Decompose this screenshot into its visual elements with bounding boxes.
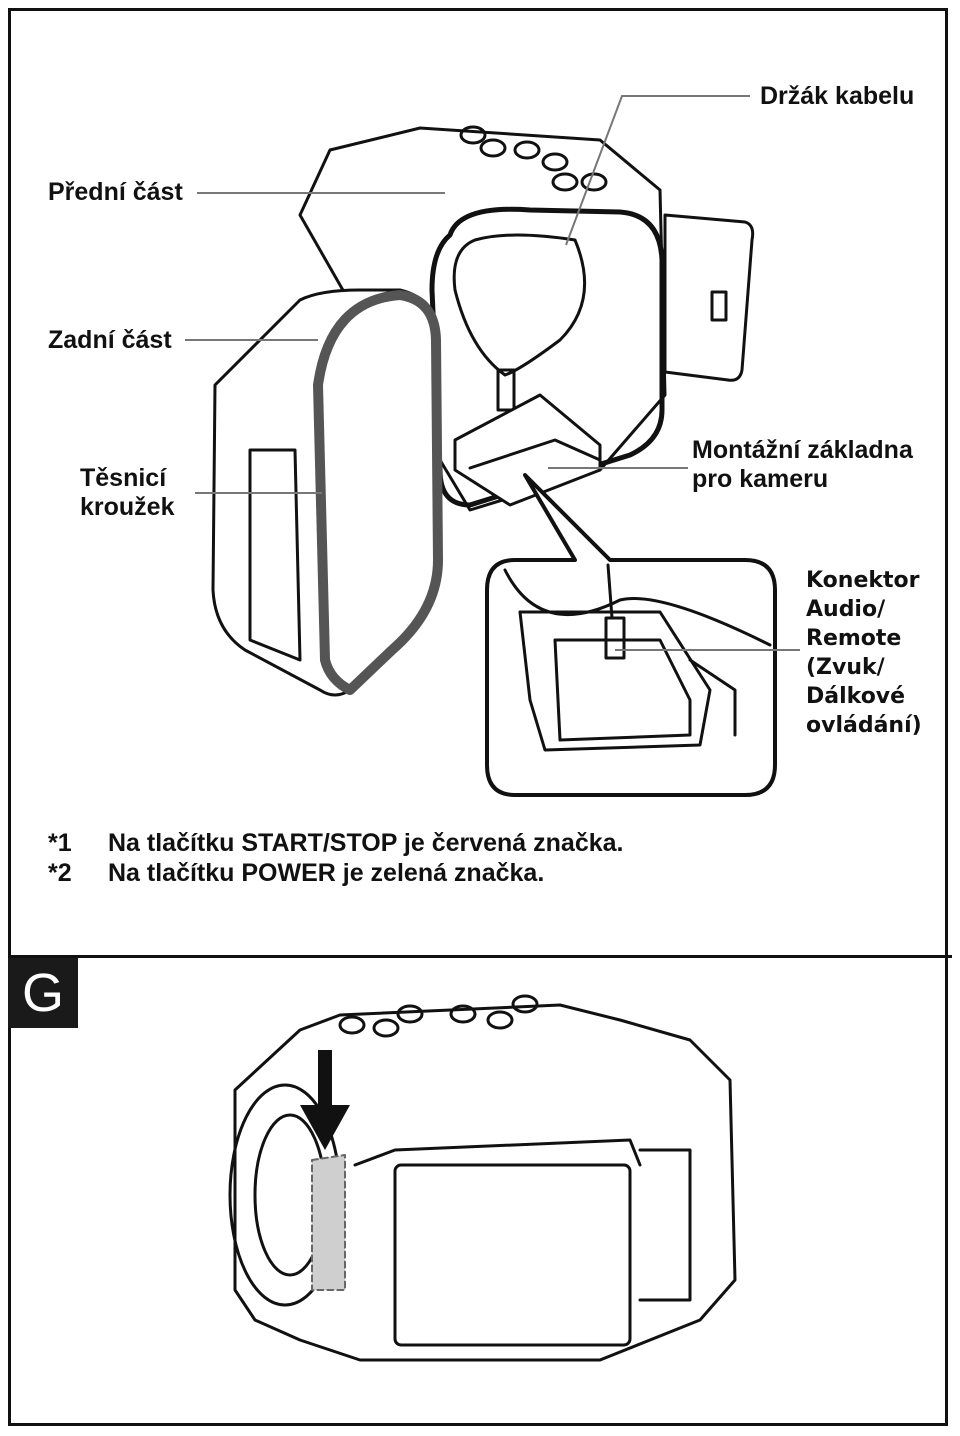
label-mount-line2: pro kameru <box>692 465 829 493</box>
label-seal-ring: Těsnicí kroužek <box>80 464 174 522</box>
side-door <box>663 213 755 382</box>
label-connector-line3: Remote <box>806 626 902 651</box>
section-divider <box>8 955 952 958</box>
label-connector-line1: Konektor <box>806 568 920 593</box>
section-badge: G <box>8 958 78 1028</box>
leader-cable-holder <box>565 95 750 246</box>
down-arrow <box>300 1050 350 1150</box>
label-cable-holder: Držák kabelu <box>760 82 915 110</box>
label-connector-line2: Audio/ <box>806 597 886 622</box>
footnote-1: *1 Na tlačítku START/STOP je červená zna… <box>48 828 624 858</box>
tape-strip <box>311 1154 346 1291</box>
top-buttons-side <box>338 994 539 1038</box>
lcd-window <box>393 1163 632 1347</box>
label-connector-line4: (Zvuk/ <box>806 655 885 680</box>
label-connector-line5: Dálkové <box>806 684 906 709</box>
page-frame <box>8 8 948 1426</box>
footnote-text: Na tlačítku START/STOP je červená značka… <box>108 829 624 857</box>
footnote-2: *2 Na tlačítku POWER je zelená značka. <box>48 858 624 888</box>
top-buttons <box>459 125 608 192</box>
cable <box>452 233 587 377</box>
label-back-part: Zadní část <box>48 326 172 354</box>
label-seal-ring-line1: Těsnicí <box>80 464 167 492</box>
front-opening <box>429 206 665 508</box>
footnote-mark: *1 <box>48 829 72 857</box>
label-camera-mount: Montážní základna pro kameru <box>692 436 913 494</box>
housing-side-body <box>233 1003 737 1362</box>
footnote-mark: *2 <box>48 859 72 887</box>
label-connector: Konektor Audio/ Remote (Zvuk/ Dálkové ov… <box>806 566 922 740</box>
label-front-part: Přední část <box>48 178 183 206</box>
label-connector-line6: ovládání) <box>806 713 922 738</box>
label-mount-line1: Montážní základna <box>692 436 913 464</box>
footnote-text: Na tlačítku POWER je zelená značka. <box>108 859 545 887</box>
seal-ring <box>313 290 443 695</box>
footnotes: *1 Na tlačítku START/STOP je červená zna… <box>48 828 624 888</box>
label-seal-ring-line2: kroužek <box>80 493 175 521</box>
